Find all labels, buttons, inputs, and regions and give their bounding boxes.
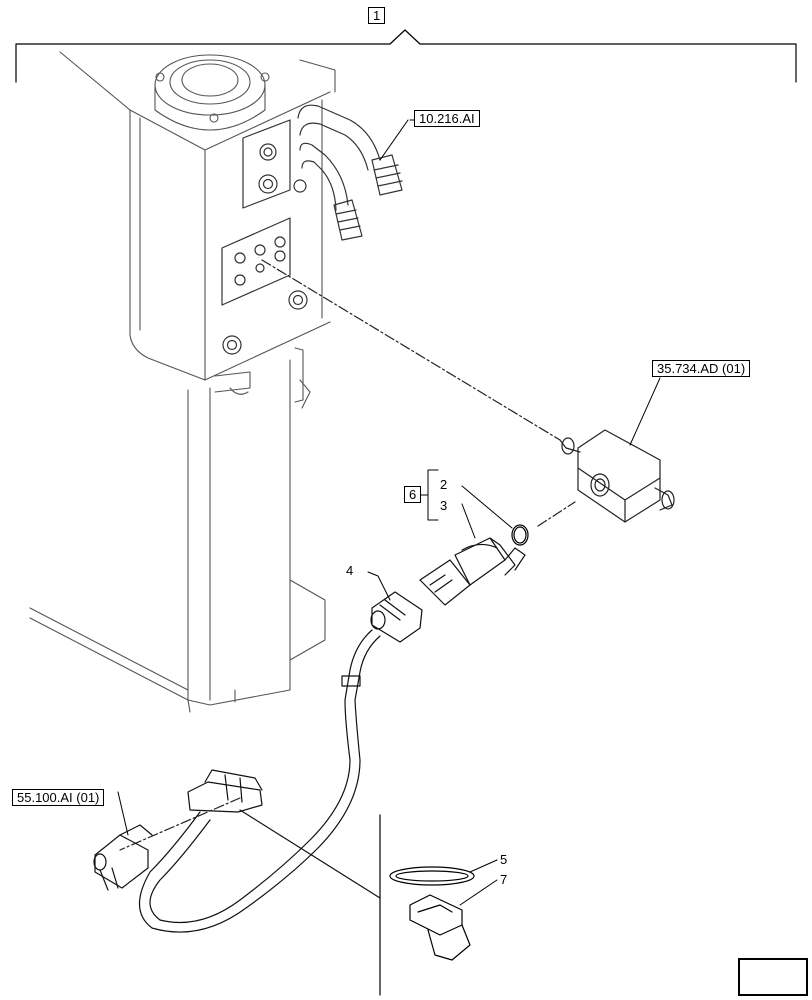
harness-plug	[93, 824, 153, 891]
callout-harness-ref[interactable]: 55.100.AI (01)	[12, 789, 105, 806]
cable-strap	[389, 866, 475, 886]
pressure-sensor	[419, 537, 526, 606]
connector	[370, 591, 423, 643]
installation-leader	[119, 259, 576, 851]
callout-leaders	[117, 119, 661, 906]
port-plate-upper	[242, 119, 307, 209]
hydraulic-tank	[29, 51, 336, 713]
next-page-button[interactable]	[738, 958, 808, 996]
cable-clip	[409, 894, 471, 961]
callout-clip[interactable]: 7	[500, 872, 508, 887]
callout-assembly[interactable]: 1	[368, 7, 386, 24]
fitting-block	[559, 429, 675, 523]
wire-harness	[138, 629, 381, 933]
callout-oring[interactable]: 2	[440, 477, 448, 492]
o-ring	[511, 524, 529, 546]
callout-connector[interactable]: 4	[346, 563, 354, 578]
assembly-bracket	[15, 29, 797, 83]
callout-kit[interactable]: 6	[404, 486, 422, 503]
return-hoses	[297, 104, 403, 241]
callout-hose-ref[interactable]: 10.216.AI	[414, 110, 480, 127]
port-plate-lower	[221, 217, 308, 355]
callout-block-ref[interactable]: 35.734.AD (01)	[652, 360, 751, 377]
callout-strap[interactable]: 5	[500, 852, 508, 867]
callout-sensor[interactable]: 3	[440, 498, 448, 513]
